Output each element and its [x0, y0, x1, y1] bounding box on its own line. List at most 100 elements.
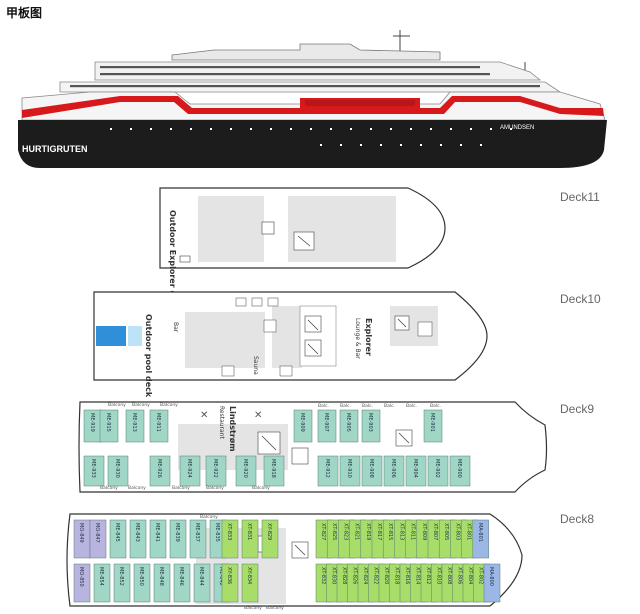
deck8-top-cabin-label: MA-801	[477, 523, 483, 542]
ship-profile: HURTIGRUTEN AMUNDSEN	[18, 30, 607, 168]
deck9-top-cabin-label: ME-905	[345, 413, 351, 432]
deck8-top-cabin	[189, 519, 207, 559]
deck8-bottom-cabin	[133, 563, 151, 603]
deck9-bottom-cabin	[361, 455, 383, 487]
deck9-bottom-cabin	[383, 455, 405, 487]
deck8-top-cabin-label: XT-833	[226, 523, 232, 540]
deck8-top-cabin	[241, 519, 259, 559]
deck9-top-cabin-label: ME-913	[131, 413, 137, 432]
deck9-top-cabin-label: ME-907	[323, 413, 329, 432]
deck8-top-cabin-label: ME-839	[174, 523, 180, 542]
deck8-bottom-cabin	[73, 563, 91, 603]
deck9-bottom-cabin	[317, 455, 339, 487]
utensils-icon: ✕	[254, 410, 262, 421]
deck8-top-cabin	[89, 519, 107, 559]
deck8-top-cabin-label: XT-831	[246, 523, 252, 540]
deck8-bottom-cabin-label: XT-816	[404, 567, 410, 584]
deck8-top-cabin-label: ME-837	[194, 523, 200, 542]
deck8-bottom-cabin-label: XT-832	[320, 567, 326, 584]
deck9-area-restaurant: Restaurant	[218, 406, 225, 439]
deck8-bottom-cabin-label: XT-802	[478, 567, 484, 584]
deck9-bottom-cabin-label: ME-922	[212, 459, 218, 478]
deck9-bottom-cabin-label: ME-910	[346, 459, 352, 478]
deck8-top-cabin-label: XT-817	[376, 523, 382, 540]
deck9-label: Deck9	[560, 402, 595, 416]
deck9-top-cabin	[423, 409, 443, 443]
deck8-bottom-cabin	[93, 563, 111, 603]
deck8-label: Deck8	[560, 512, 595, 526]
deck8-bottom-cabin-label: XT-822	[373, 567, 379, 584]
deck8-bottom-cabin-label: ME-848	[158, 567, 164, 586]
deck8-bottom-cabin	[193, 563, 211, 603]
deck8-top-cabin	[261, 519, 279, 559]
deck9-top-cabin	[317, 409, 337, 443]
deck9-balcony-label: Balcony	[206, 485, 224, 491]
deck9-bottom-cabin	[405, 455, 427, 487]
deck8-top-cabin-label: ME-845	[114, 523, 120, 542]
deck8-bottom-cabin-label: XT-808	[446, 567, 452, 584]
deck8-bottom-cabin-label: XT-820	[383, 567, 389, 584]
deck9-bottom-cabin	[83, 455, 105, 487]
deck9-bottom-cabin	[149, 455, 171, 487]
deck8-top-cabin-label: XT-815	[387, 523, 393, 540]
deck11-label: Deck11	[560, 190, 600, 204]
deck8-bottom-cabin-label: ME-844	[198, 567, 204, 586]
deck8-bottom-cabin-label: XT-804	[467, 567, 473, 584]
deck8-top-cabin-label: XT-811	[410, 523, 416, 540]
deck9-top-cabin-label: ME-915	[105, 413, 111, 432]
utensils-icon: ✕	[200, 410, 208, 421]
deck8-bottom-cabin	[483, 563, 501, 603]
deck8-bottom-cabin-label: XT-814	[415, 567, 421, 584]
deck9-area-lindstrom: Lindstrøm	[228, 406, 237, 452]
top-superstructure	[171, 43, 441, 61]
deck8-bottom-cabin-label: XT-830	[331, 567, 337, 584]
deck9-bottom-cabin-label: ME-930	[114, 459, 120, 478]
deck9-balc-label: Balc.	[384, 403, 395, 409]
deck8-bottom-cabin-label: XT-828	[341, 567, 347, 584]
deck8-top-cabin-label: XT-825	[331, 523, 337, 540]
deck8-top-cabin-label: XT-807	[432, 523, 438, 540]
deck8-bottom-cabin-label: XT-812	[425, 567, 431, 584]
hull	[18, 120, 607, 168]
deck9-bottom-cabin-label: ME-912	[324, 459, 330, 478]
deck9-bottom-cabin	[263, 455, 285, 487]
deck8-bottom-cabin-label: XT-810	[436, 567, 442, 584]
deck9-top-cabin-label: ME-901	[429, 413, 435, 432]
deck9-top-cabin	[339, 409, 359, 443]
deck9-top-cabin	[125, 409, 145, 443]
deck8-bottom-cabin-label: XY-834	[246, 567, 252, 584]
deck8-bottom-cabin-label: XT-824	[362, 567, 368, 584]
deck9-balc-label: Balc.	[362, 403, 373, 409]
deck8-top-cabin	[149, 519, 167, 559]
deck8-bottom-cabin-label: ME-842	[218, 567, 224, 586]
deck8-top-cabin	[129, 519, 147, 559]
deck8-bottom-cabin-label: ME-854	[98, 567, 104, 586]
deck8-bottom-cabin	[173, 563, 191, 603]
deck9-bottom-cabin-label: ME-920	[242, 459, 248, 478]
deck9-bottom-cabin	[427, 455, 449, 487]
deck8-bottom-cabin	[241, 563, 259, 603]
deck9-bottom-cabin-label: ME-933	[90, 459, 96, 478]
deck9-top-cabin-label: ME-919	[89, 413, 95, 432]
deck8-top-cabin	[169, 519, 187, 559]
deck8-top-cabin-label: XT-801	[466, 523, 472, 540]
deck9-balc-label: Balc.	[406, 403, 417, 409]
deck8-top-cabin-label: XT-813	[398, 523, 404, 540]
deck9-bottom-cabin-label: ME-924	[186, 459, 192, 478]
deck9-balcony-label: Balcony	[128, 485, 146, 491]
deck9-bottom-cabin-label: ME-918	[270, 459, 276, 478]
deck9-bottom-cabin	[205, 455, 227, 487]
deck9-bottom-cabin	[449, 455, 471, 487]
deck9-balcony-label: Balcony	[132, 402, 150, 408]
deck8-top-cabin-label: ME-835	[214, 523, 220, 542]
deck9-top-cabin-label: ME-909	[299, 413, 305, 432]
deck8-balcony-label: Balcony	[244, 605, 262, 611]
deck9-balcony-label: Balcony	[100, 485, 118, 491]
deck9-top-cabin-label: ME-911	[155, 413, 161, 432]
stairs-icon	[291, 447, 309, 465]
deck9-balcony-label: Balcony	[108, 402, 126, 408]
deck9-bottom-cabin	[107, 455, 129, 487]
deck8-top-cabin-label: XT-821	[354, 523, 360, 540]
deck9-top-cabin	[361, 409, 381, 443]
deck9-balc-label: Balc.	[318, 403, 329, 409]
